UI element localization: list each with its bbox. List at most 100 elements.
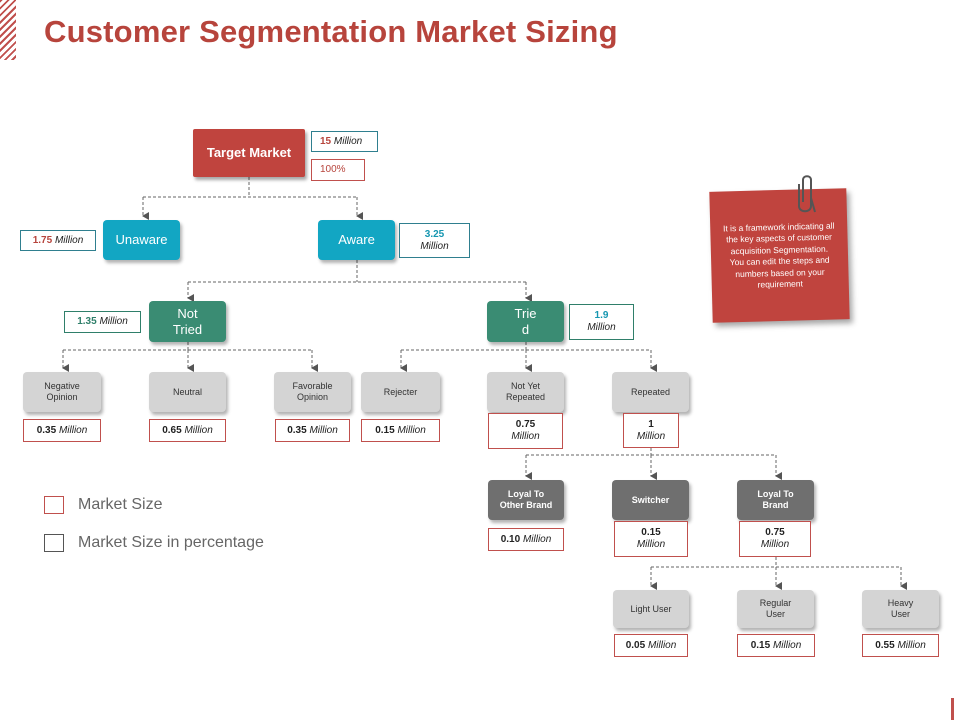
node-loyal-to-brand: Loyal To Brand [737, 480, 814, 520]
legend-swatch-market-size-percent [44, 534, 64, 552]
percent-value: 100% [320, 164, 346, 175]
node-unaware: Unaware [103, 220, 180, 260]
value-number: 0.75 [515, 419, 536, 430]
value-unit: Million [420, 240, 449, 252]
node-label: Rejecter [383, 386, 418, 397]
legend-market-size: Market Size [78, 496, 163, 513]
value-number: 0.65 [162, 424, 182, 436]
node-label-line1: Loyal To [507, 489, 545, 500]
node-label-line2: Opinion [296, 392, 329, 402]
value-number: 1.9 [594, 310, 609, 321]
value-unit: Million [58, 424, 88, 436]
value-unit: Million [636, 539, 666, 550]
node-aware: Aware [318, 220, 395, 260]
percent-target-market: 100% [311, 159, 365, 181]
node-target-market: Target Market [193, 129, 305, 177]
value-target-market: 15 Million [311, 131, 378, 152]
value-unit: Million [333, 135, 363, 147]
node-label-line1: Not [177, 305, 198, 321]
node-negative-opinion: Negative Opinion [23, 372, 101, 412]
node-light-user: Light User [613, 590, 689, 628]
node-label-line1: Regular [759, 598, 792, 609]
node-label-line2: d [521, 321, 530, 337]
value-number: 1.75 [32, 234, 53, 246]
node-label: Aware [338, 232, 375, 248]
node-favorable-opinion: Favorable Opinion [274, 372, 351, 412]
value-unit: Million [587, 322, 616, 333]
value-unit: Million [772, 639, 802, 651]
value-number: 0.05 [625, 639, 646, 651]
node-label-line2: Repeated [505, 392, 546, 402]
value-number: 0.75 [765, 527, 785, 538]
node-label-line2: User [890, 609, 910, 619]
value-unit: Million [760, 539, 790, 550]
value-unit: Million [397, 424, 426, 436]
value-rejecter: 0.15 Million [361, 419, 440, 442]
node-neutral: Neutral [149, 372, 226, 412]
decorative-corner-mark [951, 698, 954, 720]
value-unit: Million [184, 424, 213, 436]
node-label-line1: Not Yet [510, 381, 541, 392]
node-label: Target Market [206, 145, 292, 161]
value-loyal-to-brand: 0.75 Million [739, 521, 811, 557]
node-label: Switcher [631, 494, 670, 505]
note-text: It is a framework indicating all the key… [722, 220, 835, 290]
value-favorable-opinion: 0.35 Million [275, 419, 350, 442]
value-unit: Million [309, 424, 338, 436]
value-light-user: 0.05 Million [614, 634, 688, 657]
node-repeated: Repeated [612, 372, 689, 412]
node-rejecter: Rejecter [361, 372, 440, 412]
node-label-line1: Favorable [292, 381, 333, 392]
node-label-line2: Other Brand [499, 500, 553, 510]
decorative-hatch [0, 0, 16, 60]
value-number: 1 [648, 418, 654, 430]
node-tried: Trie d [487, 301, 564, 342]
value-unit: Million [54, 234, 84, 246]
value-repeated: 1 Million [623, 413, 679, 448]
value-not-yet-repeated: 0.75 Million [488, 413, 563, 449]
value-number: 0.10 [500, 533, 521, 545]
value-loyal-to-other-brand: 0.10 Million [488, 528, 564, 551]
value-switcher: 0.15 Million [614, 521, 688, 557]
legend-swatch-market-size [44, 496, 64, 514]
node-regular-user: Regular User [737, 590, 814, 628]
node-label: Unaware [115, 232, 168, 248]
node-switcher: Switcher [612, 480, 689, 520]
node-label-line2: Brand [762, 500, 789, 510]
node-label: Light User [630, 603, 672, 614]
value-tried: 1.9 Million [569, 304, 634, 340]
value-unit: Million [636, 430, 666, 442]
node-heavy-user: Heavy User [862, 590, 939, 628]
legend-market-size-percent: Market Size in percentage [78, 534, 264, 551]
node-label-line2: Opinion [46, 392, 78, 402]
value-number: 1.35 [77, 316, 97, 327]
value-number: 15 [320, 135, 332, 147]
value-number: 0.15 [375, 424, 395, 436]
value-unit: Million [99, 316, 128, 327]
sticky-note: It is a framework indicating all the key… [709, 188, 850, 323]
node-not-tried: Not Tried [149, 301, 226, 342]
page-title: Customer Segmentation Market Sizing [44, 14, 618, 49]
value-unit: Million [522, 533, 552, 545]
node-label-line1: Negative [44, 381, 80, 392]
node-label: Neutral [172, 386, 202, 397]
value-unit: Million [647, 639, 677, 651]
node-not-yet-repeated: Not Yet Repeated [487, 372, 564, 412]
value-number: 0.55 [875, 639, 895, 651]
node-loyal-to-other-brand: Loyal To Other Brand [488, 480, 564, 520]
value-negative-opinion: 0.35 Million [23, 419, 101, 442]
paperclip-icon [798, 175, 816, 213]
node-label-line1: Heavy [887, 598, 914, 609]
value-number: 0.15 [641, 527, 661, 538]
node-label: Repeated [630, 386, 671, 397]
value-regular-user: 0.15 Million [737, 634, 815, 657]
value-number: 0.35 [36, 424, 57, 436]
value-number: 0.15 [750, 639, 771, 651]
value-heavy-user: 0.55 Million [862, 634, 939, 657]
node-label-line2: User [765, 609, 785, 619]
value-neutral: 0.65 Million [149, 419, 226, 442]
value-unit: Million [511, 431, 540, 442]
value-unaware: 1.75 Million [20, 230, 96, 251]
value-number: 0.35 [287, 424, 307, 436]
